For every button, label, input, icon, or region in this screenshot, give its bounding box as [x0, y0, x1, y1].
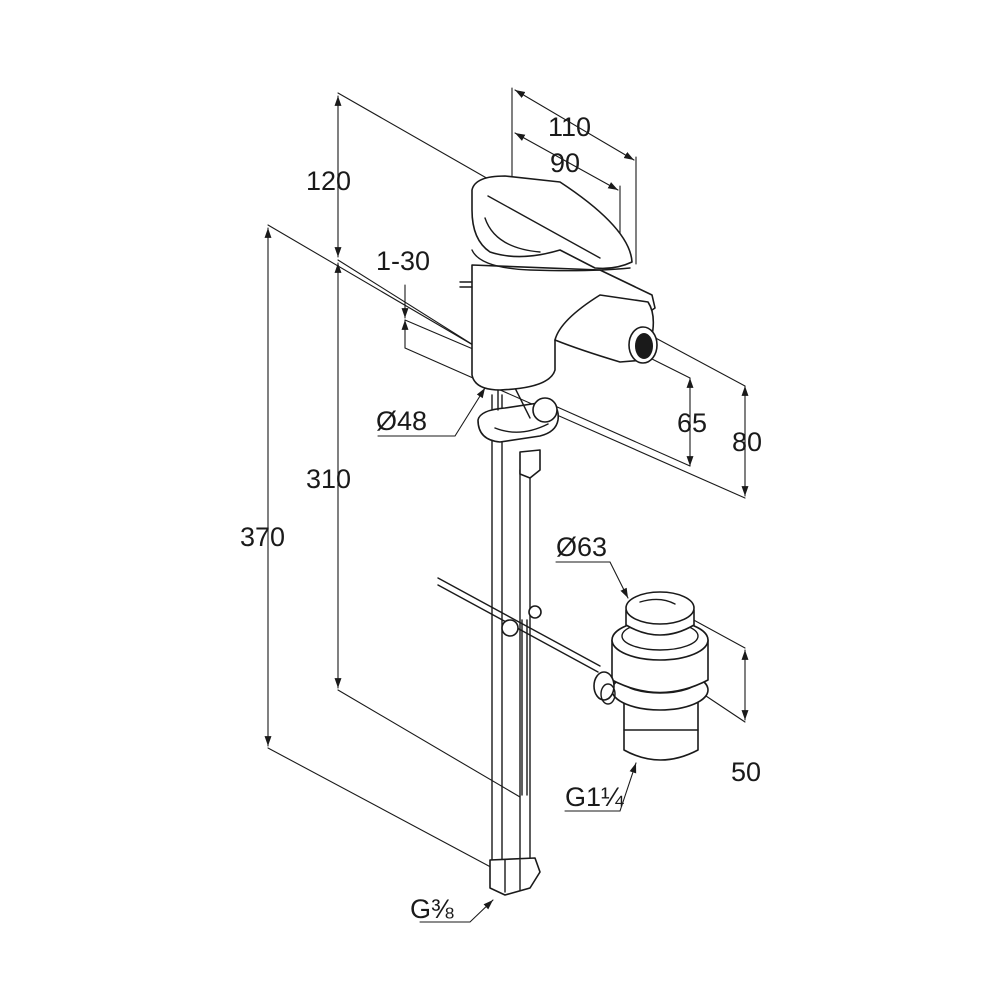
pop-up-waste	[593, 591, 709, 761]
dim-g3-8-leader	[419, 899, 494, 923]
dim-label-g3-8: G⅜	[410, 894, 454, 924]
dim-48-leader	[377, 387, 486, 437]
dimension-lines	[264, 89, 749, 923]
pull-rod	[437, 577, 601, 673]
dim-label-110: 110	[548, 112, 591, 142]
dim-label-g1-1-4: G1¼	[565, 782, 624, 812]
dim-label-120: 120	[306, 166, 351, 196]
hose-connection-nut	[489, 857, 541, 896]
dim-label-310: 310	[306, 464, 351, 494]
dim-g1-1-4-leader	[564, 762, 637, 812]
mixer-body	[459, 175, 658, 479]
dim-label-65: 65	[677, 408, 707, 438]
dim-label-50: 50	[731, 757, 761, 787]
extension-lines	[267, 87, 746, 873]
dim-90-line	[514, 132, 619, 191]
dimension-labels: 110 90 120 1-30 Ø48 310 370 65 80 Ø63 50…	[240, 112, 762, 924]
dim-label-1-30: 1-30	[376, 246, 430, 276]
dim-63-leader	[555, 561, 629, 599]
dim-label-80: 80	[732, 427, 762, 457]
dim-label-370: 370	[240, 522, 285, 552]
dim-label-90: 90	[550, 148, 580, 178]
dim-label-diameter-63: Ø63	[556, 532, 607, 562]
dim-label-diameter-48: Ø48	[376, 406, 427, 436]
